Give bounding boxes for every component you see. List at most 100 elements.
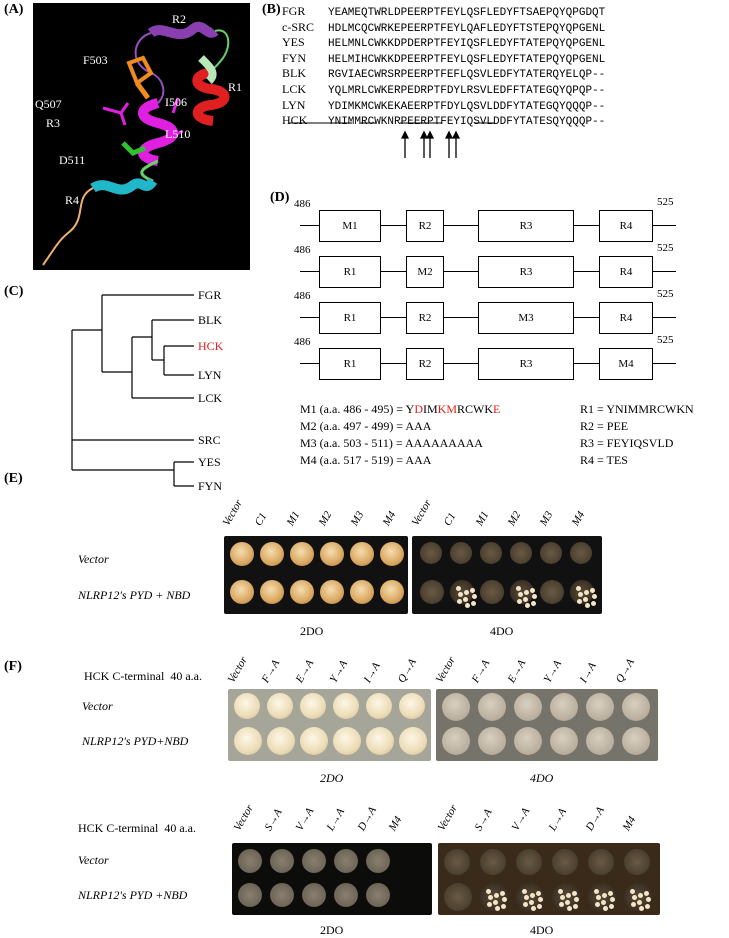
panel-f-title: HCK C-terminal 40 a.a. [78, 821, 196, 835]
colony-dot [638, 893, 643, 898]
alignment-species-name: c-SRC [282, 19, 315, 34]
yeast-colony [570, 580, 597, 608]
colony-dot [458, 592, 463, 597]
column-label: M2 [316, 509, 335, 528]
domain-box: R4 [599, 256, 653, 288]
column-label: M4 [620, 814, 639, 833]
colony-dot [596, 895, 601, 900]
yeast-colony [267, 693, 293, 719]
yeast-colony [442, 693, 470, 721]
colony-dot [516, 586, 521, 591]
colony-dot [646, 897, 651, 902]
alignment-sequence: HELMIHCWKKDPEERPTFEYLQSFLEDYFTATEPQYQPGE… [328, 53, 606, 66]
column-label: Vector [409, 497, 435, 528]
yeast-colony [622, 727, 650, 755]
yeast-colony [420, 542, 442, 564]
colony-dot [592, 594, 597, 599]
colony-dot [590, 588, 595, 593]
tree-leaf-yes: YES [198, 455, 221, 469]
alignment-sequence: YDIMKMCWKEKAEERPTFDYLQSVLDDFYTATEGQYQQQP… [328, 100, 606, 113]
colony-dot [538, 897, 543, 902]
colony-dot [463, 597, 468, 602]
column-label: Vector [231, 802, 257, 833]
colony-dot [517, 599, 522, 604]
yeast-colony [333, 727, 361, 755]
panel-label-e: (E) [4, 471, 23, 486]
colony-dot [518, 592, 523, 597]
yeast-colony [366, 849, 390, 873]
yeast-colony [350, 580, 374, 604]
column-label: Y→A [327, 658, 350, 685]
yeast-colony [300, 727, 328, 755]
yeast-colony [514, 693, 542, 721]
yeast-colony [480, 883, 508, 911]
alignment-species-name: FGR [282, 4, 306, 18]
colony-dot [594, 889, 599, 894]
colony-dot [585, 603, 590, 608]
plate-2do [224, 536, 408, 614]
legend-text: M3 (a.a. 503 - 511) = AAAAAAAAA [300, 436, 483, 450]
domain-box: R1 [319, 256, 381, 288]
domain-start-label: 486 [294, 198, 311, 210]
colony-dot [537, 904, 542, 909]
yeast-colony [540, 542, 562, 564]
tree-leaf-lyn: LYN [198, 368, 222, 382]
plate-4do [438, 843, 660, 915]
yeast-colony [320, 542, 344, 566]
yeast-colony [588, 849, 614, 875]
colony-dot [472, 594, 477, 599]
yeast-colony [238, 849, 262, 873]
domain-box: R4 [599, 302, 653, 334]
yeast-colony [302, 849, 326, 873]
legend-text: M2 (a.a. 497 - 499) = AAA [300, 419, 432, 433]
yeast-colony [238, 883, 262, 907]
colony-dot [456, 586, 461, 591]
colony-dot [572, 891, 577, 896]
plate-2do [232, 843, 432, 915]
plate-label-2do: 2DO [300, 624, 324, 638]
yeast-colony [570, 542, 592, 564]
domain-box: M3 [478, 302, 574, 334]
structure-ribbon-svg [42, 21, 230, 266]
yeast-colony [350, 542, 374, 566]
label-f503: F503 [83, 53, 108, 67]
column-label: V→A [509, 805, 533, 833]
yeast-colony [480, 849, 506, 875]
colony-dot [565, 900, 570, 905]
colony-dot [457, 599, 462, 604]
column-label: D→A [355, 804, 379, 833]
legend-residue: D [414, 402, 423, 416]
legend-region-line: R2 = PEE [580, 419, 629, 433]
yeast-colony [586, 727, 614, 755]
domain-box: M2 [406, 256, 444, 288]
colony-dot [470, 588, 475, 593]
domain-end-label: 525 [657, 334, 674, 346]
row-label: NLRP12's PYD + NBD [78, 588, 191, 602]
legend-region-line: R3 = FEYIQSVLD [580, 436, 674, 450]
panel-label-f: (F) [4, 659, 22, 674]
column-label: L→A [546, 806, 569, 833]
yeast-colony [366, 883, 390, 907]
colony-dot [523, 597, 528, 602]
column-label: M4 [569, 509, 588, 528]
plate-label-4do: 4DO [530, 771, 554, 785]
column-label: M1 [284, 509, 303, 528]
colony-dot [630, 889, 635, 894]
colony-dot [609, 904, 614, 909]
column-label: Q→A [613, 656, 637, 685]
column-label: C1 [441, 510, 459, 528]
yeast-colony [234, 727, 262, 755]
legend-text: M4 (a.a. 517 - 519) = AAA [300, 453, 432, 467]
column-label: M4 [386, 814, 405, 833]
yeast-colony [516, 849, 542, 875]
colony-dot [577, 599, 582, 604]
yeast-colony [366, 727, 394, 755]
arrow-up-icon [400, 130, 461, 158]
yeast-colony [552, 849, 578, 875]
